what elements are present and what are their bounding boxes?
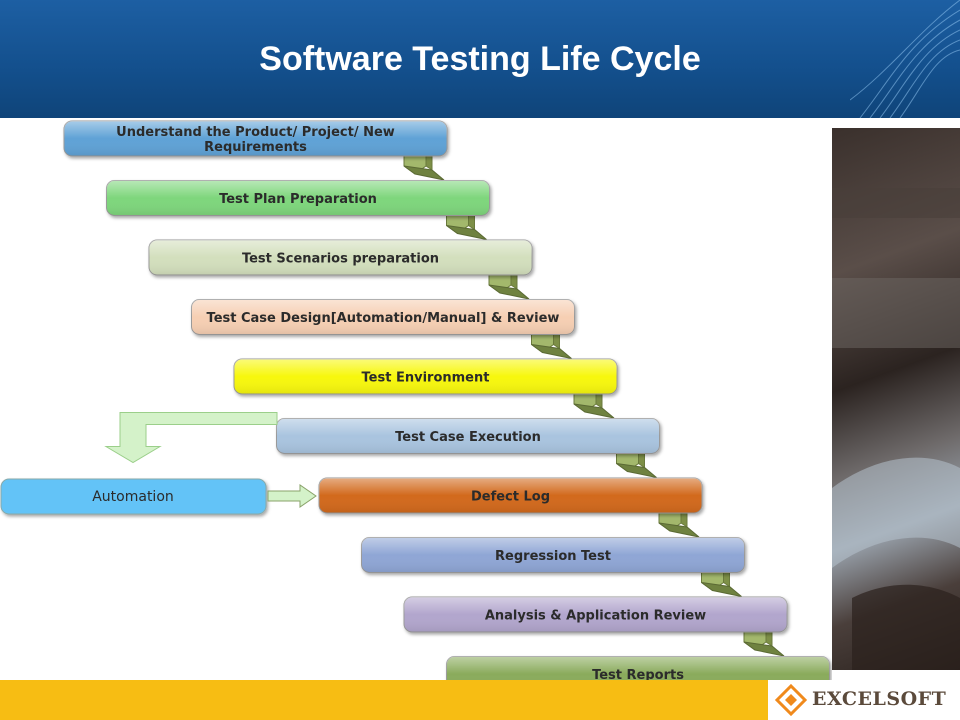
automation-label: Automation [92,489,174,505]
excelsoft-logo-icon [774,684,808,716]
step-box-2: Test Plan Preparation [106,180,490,216]
automation-down-arrow [104,412,278,464]
step-label: Analysis & Application Review [485,609,706,624]
page-title: Software Testing Life Cycle [259,40,701,78]
step-label: Test Case Design[Automation/Manual] & Re… [207,311,560,326]
step-box-9: Analysis & Application Review [403,596,788,633]
step-box-7: Defect Log [318,477,703,514]
step-box-6: Test Case Execution [276,418,660,454]
header-bar: Software Testing Life Cycle [0,0,960,118]
step-box-4: Test Case Design[Automation/Manual] & Re… [191,299,575,335]
step-label: Test Environment [362,371,490,386]
step-box-1: Understand the Product/ Project/ NewRequ… [63,120,448,157]
automation-right-arrow [267,484,317,508]
step-box-10: Test Reports [446,656,830,680]
decorative-wave-icon [850,0,960,118]
automation-box: Automation [0,478,267,515]
step-box-8: Regression Test [361,537,745,573]
automation-box-bg [0,478,267,515]
company-logo: EXCELSOFT [768,680,960,720]
step-box-5: Test Environment [233,358,618,395]
step-label: Defect Log [471,490,550,505]
stlc-diagram: Understand the Product/ Project/ NewRequ… [0,120,830,680]
logo-text: EXCELSOFT [812,688,947,710]
step-label: Regression Test [495,549,611,564]
step-label: Requirements [204,140,307,155]
step-label: Understand the Product/ Project/ New [116,125,395,140]
side-photo [832,128,960,670]
step-label: Test Case Execution [395,430,541,445]
step-box-3: Test Scenarios preparation [148,239,533,276]
step-label: Test Reports [592,668,684,680]
step-label: Test Scenarios preparation [242,252,439,267]
step-label: Test Plan Preparation [219,192,377,207]
